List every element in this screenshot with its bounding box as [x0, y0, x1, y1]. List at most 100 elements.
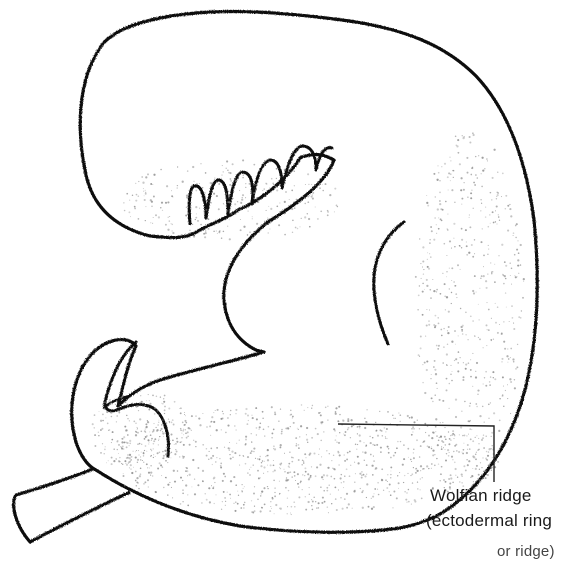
stipple-dot — [315, 206, 316, 207]
stipple-dot — [320, 440, 322, 442]
stipple-dot — [444, 243, 446, 245]
stipple-dot — [158, 414, 159, 415]
stipple-dot — [138, 488, 139, 489]
stipple-dot — [153, 440, 155, 442]
stipple-dot — [194, 478, 195, 479]
stipple-dot — [491, 199, 492, 200]
stipple-dot — [450, 180, 451, 181]
stipple-dot — [183, 424, 185, 426]
stipple-dot — [488, 448, 490, 450]
stipple-dot — [422, 364, 423, 365]
stipple-dot — [334, 486, 336, 488]
stipple-dot — [451, 267, 453, 269]
stipple-dot — [470, 197, 472, 199]
stipple-dot — [445, 481, 447, 483]
stipple-dot — [308, 478, 310, 480]
stipple-dot — [454, 434, 455, 435]
stipple-dot — [381, 430, 383, 432]
stipple-dot — [254, 187, 255, 188]
stipple-dot — [432, 279, 433, 280]
stipple-dot — [236, 210, 237, 211]
stipple-dot — [448, 189, 449, 190]
stipple-dot — [191, 430, 192, 431]
stipple-dot — [475, 458, 477, 460]
stipple-dot — [327, 419, 328, 420]
stipple-dot — [462, 333, 464, 335]
stipple-dot — [111, 439, 113, 441]
stipple-dot — [224, 497, 226, 499]
stipple-dot — [242, 194, 244, 196]
stipple-dot — [150, 465, 151, 466]
stipple-dot — [491, 273, 492, 274]
stipple-dot — [347, 420, 349, 422]
stipple-dot — [165, 477, 166, 478]
stipple-dot — [340, 477, 342, 479]
stipple-dot — [467, 172, 469, 174]
stipple-dot — [447, 176, 449, 178]
stipple-dot — [480, 199, 481, 200]
stipple-dot — [405, 499, 407, 501]
stipple-dot — [493, 412, 495, 414]
stipple-dot — [166, 422, 167, 423]
stipple-dot — [475, 454, 477, 456]
stipple-dot — [235, 180, 237, 182]
stipple-dot — [214, 482, 215, 483]
stipple-dot — [223, 491, 225, 493]
stipple-dot — [152, 184, 153, 185]
stipple-dot — [186, 467, 188, 469]
stipple-dot — [338, 406, 340, 408]
stipple-dot — [146, 463, 148, 465]
stipple-dot — [514, 275, 515, 276]
stipple-dot — [489, 381, 491, 383]
stipple-dot — [127, 454, 129, 456]
stipple-dot — [343, 454, 345, 456]
stipple-dot — [512, 317, 514, 319]
stipple-dot — [272, 183, 274, 185]
stipple-dot — [230, 458, 232, 460]
stipple-dot — [106, 411, 108, 413]
stipple-dot — [260, 495, 262, 497]
stipple-dot — [451, 456, 453, 458]
stipple-dot — [454, 360, 455, 361]
stipple-dot — [143, 462, 144, 463]
stipple-dot — [209, 425, 211, 427]
stipple-dot — [495, 221, 496, 222]
stipple-dot — [431, 397, 433, 399]
stipple-dot — [480, 173, 481, 174]
stipple-dot — [257, 470, 259, 472]
stipple-dot — [146, 451, 147, 452]
stipple-dot — [261, 462, 262, 463]
stipple-dot — [237, 491, 238, 492]
stipple-dot — [213, 231, 214, 232]
stipple-dot — [295, 445, 297, 447]
stipple-dot — [186, 194, 188, 196]
stipple-dot — [258, 428, 259, 429]
stipple-dot — [354, 462, 355, 463]
stipple-dot — [280, 464, 281, 465]
stipple-dot — [454, 435, 455, 436]
stipple-dot — [308, 218, 310, 220]
stipple-dot — [293, 471, 295, 473]
stipple-dot — [426, 324, 428, 326]
stipple-dot — [445, 201, 447, 203]
stipple-dot — [355, 444, 357, 446]
stipple-dot — [223, 473, 225, 475]
stipple-dot — [220, 467, 222, 469]
stipple-dot — [474, 335, 475, 336]
stipple-dot — [124, 460, 126, 462]
stipple-dot — [124, 485, 125, 486]
stipple-dot — [466, 459, 467, 460]
stipple-dot — [318, 412, 320, 414]
stipple-dot — [158, 440, 159, 441]
stipple-dot — [285, 487, 287, 489]
stipple-dot — [448, 326, 450, 328]
stipple-dot — [479, 338, 481, 340]
stipple-dot — [153, 457, 154, 458]
stipple-dot — [449, 268, 450, 269]
stipple-dot — [162, 433, 164, 435]
stipple-dot — [298, 486, 299, 487]
stipple-dot — [230, 178, 232, 180]
stipple-dot — [229, 219, 230, 220]
stipple-dot — [470, 477, 471, 478]
stipple-dot — [390, 494, 392, 496]
